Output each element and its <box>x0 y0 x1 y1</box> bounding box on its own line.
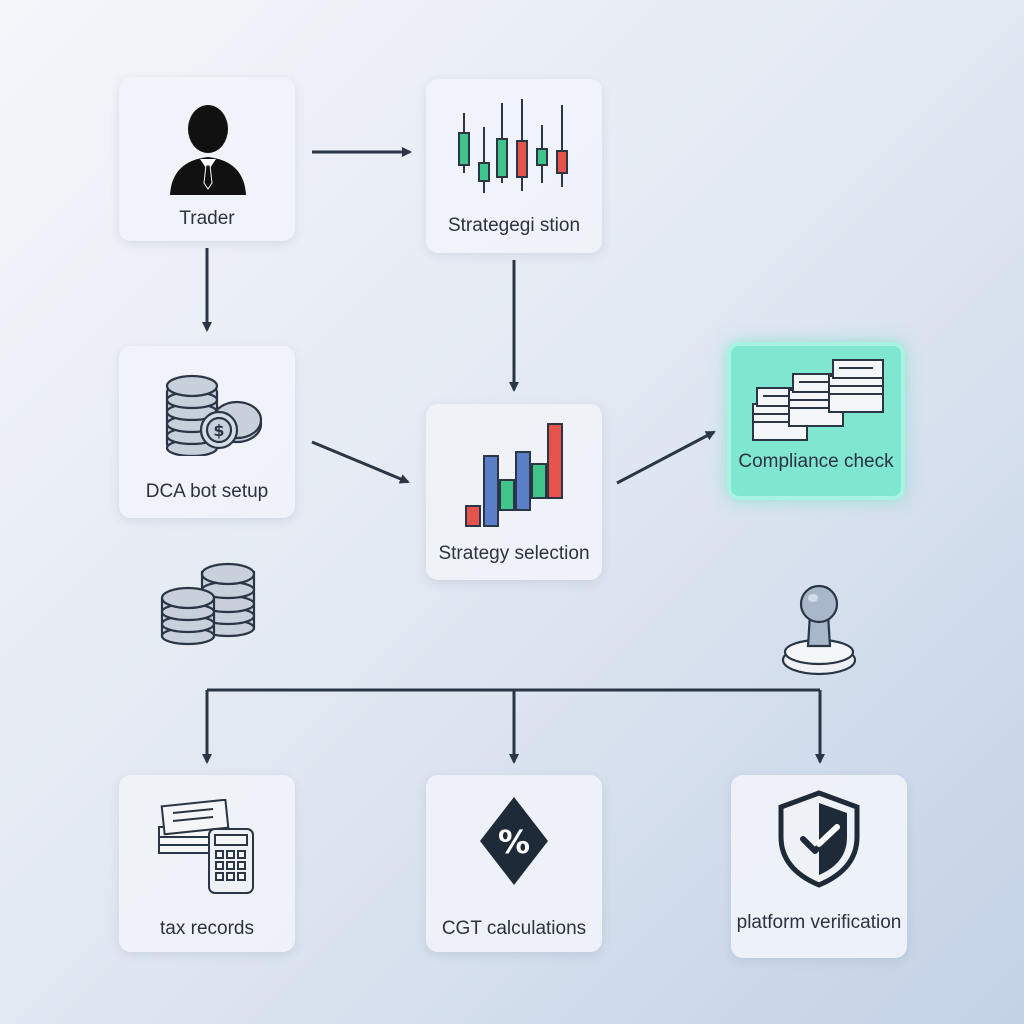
bar-chart-icon <box>465 423 563 527</box>
compliance-label: Compliance check <box>738 451 894 472</box>
platform-node[interactable]: platform verification <box>731 775 907 958</box>
trader-node[interactable]: Trader <box>119 77 295 241</box>
candlestick-chart-icon <box>458 99 568 193</box>
rubber-stamp-icon <box>781 584 857 676</box>
cgt-node[interactable]: % CGT calculations <box>426 775 602 952</box>
tax-records-node[interactable]: tax records <box>119 775 295 952</box>
coin-stack-dollar-icon: $ <box>165 374 263 456</box>
strategy-top-label: Strategegi stion <box>447 215 581 236</box>
calculator-document-icon <box>158 799 254 894</box>
trader-icon <box>170 105 246 195</box>
cgt-label: CGT calculations <box>441 918 587 939</box>
svg-text:$: $ <box>213 421 224 440</box>
svg-text:%: % <box>498 823 530 861</box>
platform-label: platform verification <box>736 912 902 933</box>
dca-bot-label: DCA bot setup <box>145 481 269 502</box>
document-stack-icon <box>752 359 884 441</box>
tax-records-label: tax records <box>160 918 254 939</box>
coin-stacks-icon <box>160 562 256 646</box>
trader-label: Trader <box>179 208 235 229</box>
strategy-top-node[interactable]: Strategegi stion <box>426 79 602 253</box>
dca-bot-node[interactable]: $ DCA bot setup <box>119 346 295 518</box>
percent-diamond-icon: % <box>480 797 548 885</box>
arrow-dca-to-selection <box>311 440 410 484</box>
strategy-selection-label: Strategy selection <box>438 543 590 564</box>
shield-check-icon <box>778 790 860 888</box>
strategy-selection-node[interactable]: Strategy selection <box>426 404 602 580</box>
arrow-selection-to-compliance <box>616 430 716 485</box>
compliance-node[interactable]: Compliance check <box>727 342 905 500</box>
